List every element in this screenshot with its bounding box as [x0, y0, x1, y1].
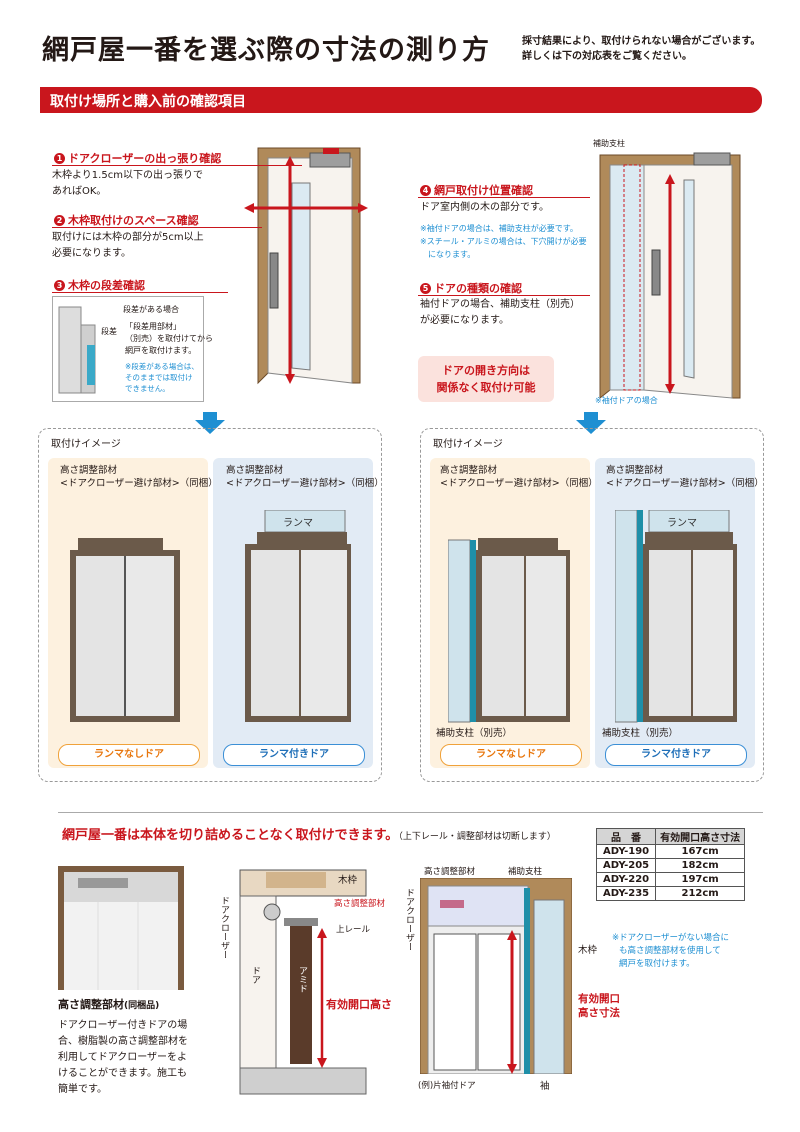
- check-item-1-body: 木枠より1.5cm以下の出っ張りで あればOK。: [52, 170, 203, 197]
- front-effective-label: 有効開口 高さ寸法: [578, 993, 620, 1019]
- door-illustration-right: [599, 152, 741, 400]
- door-image-1: [70, 538, 180, 722]
- divider-4: [418, 197, 590, 198]
- card2-caption: 高さ調整部材<ドアクローザー避け部材>（同梱）: [226, 465, 384, 489]
- pill-no-ranma-1: ランマなしドア: [58, 744, 200, 766]
- aux-sold-label-2: 補助支柱（別売）: [602, 728, 679, 739]
- section-divider: [58, 812, 763, 813]
- cross-adjust-label: 高さ調整部材: [334, 899, 386, 909]
- part-photo: [58, 866, 184, 990]
- card3-caption: 高さ調整部材<ドアクローザー避け部材>（同梱）: [440, 465, 598, 489]
- front-sode-label: 袖: [540, 1081, 550, 1092]
- header-note: 採寸結果により、取付けられない場合がございます。 詳しくは下の対応表をご覧くださ…: [522, 36, 761, 62]
- divider-1: [52, 165, 302, 166]
- cross-effective-label: 有効開口高さ: [326, 998, 392, 1011]
- down-arrow-icon: [195, 412, 225, 434]
- cross-amido-label: アミド: [297, 966, 307, 993]
- card1-caption: 高さ調整部材<ドアクローザー避け部材>（同梱）: [60, 465, 218, 489]
- ranma-label: ランマ: [667, 517, 697, 529]
- cross-section-diagram: [239, 869, 367, 1095]
- no-closer-note: ※ドアクローザーがない場合に も高さ調整部材を使用して 網戸を取付けます。: [612, 933, 730, 969]
- sode-note: ※袖付ドアの場合: [595, 396, 658, 405]
- door-illustration-left: [244, 147, 368, 385]
- pill-no-ranma-2: ランマなしドア: [440, 744, 582, 766]
- page-title: 網戸屋一番を選ぶ際の寸法の測り方: [42, 35, 490, 66]
- table-header-row: 品 番 有効開口高さ寸法: [595, 828, 746, 845]
- section2-heading: 網戸屋一番は本体を切り詰めることなく取付けできます。（上下レール・調整部材は切断…: [62, 828, 556, 843]
- pill-with-ranma-2: ランマ付きドア: [605, 744, 747, 766]
- aux-label-top: 補助支柱: [593, 139, 625, 148]
- aux-sold-label-1: 補助支柱（別売）: [436, 728, 513, 739]
- step-box: 段差がある場合 段差 「段差用部材」 （別売）を取付けてから 網戸を取付けます。…: [52, 296, 213, 402]
- part-description: ドアクローザー付きドアの場 合、樹脂製の高さ調整部材を 利用してドアクローザーを…: [58, 1020, 188, 1095]
- check-item-2-body: 取付けには木枠の部分が5cm以上 必要になります。: [52, 232, 204, 259]
- front-diagram: [420, 878, 572, 1074]
- card4-caption: 高さ調整部材<ドアクローザー避け部材>（同梱）: [606, 465, 764, 489]
- section-band: 取付け場所と購入前の確認項目: [40, 87, 762, 113]
- divider-5: [418, 295, 590, 296]
- check-item-4-body: ドア室内側の木の部分です。: [420, 202, 549, 213]
- front-wood-label: 木枠: [578, 945, 598, 956]
- pill-with-ranma-1: ランマ付きドア: [223, 744, 365, 766]
- open-direction-box: ドアの開き方向は 関係なく取付け可能: [418, 356, 554, 402]
- check-item-4-notes: ※袖付ドアの場合は、補助支柱が必要です。 ※スチール・アルミの場合は、下穴開けが…: [420, 224, 587, 259]
- cross-wood-label: 木枠: [338, 875, 358, 886]
- door-image-3: [448, 538, 570, 723]
- cross-door-label: ドア: [250, 966, 260, 984]
- divider-2: [52, 227, 262, 228]
- ranma-label: ランマ: [283, 517, 313, 529]
- install-image-panel-left: 取付けイメージ: [38, 428, 382, 782]
- part-caption: 高さ調整部材(同梱品): [58, 998, 160, 1011]
- install-image-panel-right: 取付けイメージ: [420, 428, 764, 782]
- front-example-label: (例)片袖付ドア: [418, 1081, 476, 1091]
- door-image-4: ランマ: [615, 510, 737, 723]
- step-illustration: [58, 306, 96, 394]
- front-closer-label: ドアクローザー: [404, 888, 414, 951]
- check-item-5-body: 袖付ドアの場合、補助支柱（別売） が必要になります。: [420, 299, 580, 326]
- front-aux-label: 補助支柱: [508, 867, 543, 877]
- down-arrow-icon: [576, 412, 606, 434]
- door-image-2: ランマ: [245, 510, 351, 722]
- divider-3: [52, 292, 228, 293]
- cross-closer-label: ドアクローザー: [219, 896, 229, 959]
- cross-upper-rail-label: 上レール: [336, 925, 371, 935]
- front-adjust-label: 高さ調整部材: [424, 867, 476, 877]
